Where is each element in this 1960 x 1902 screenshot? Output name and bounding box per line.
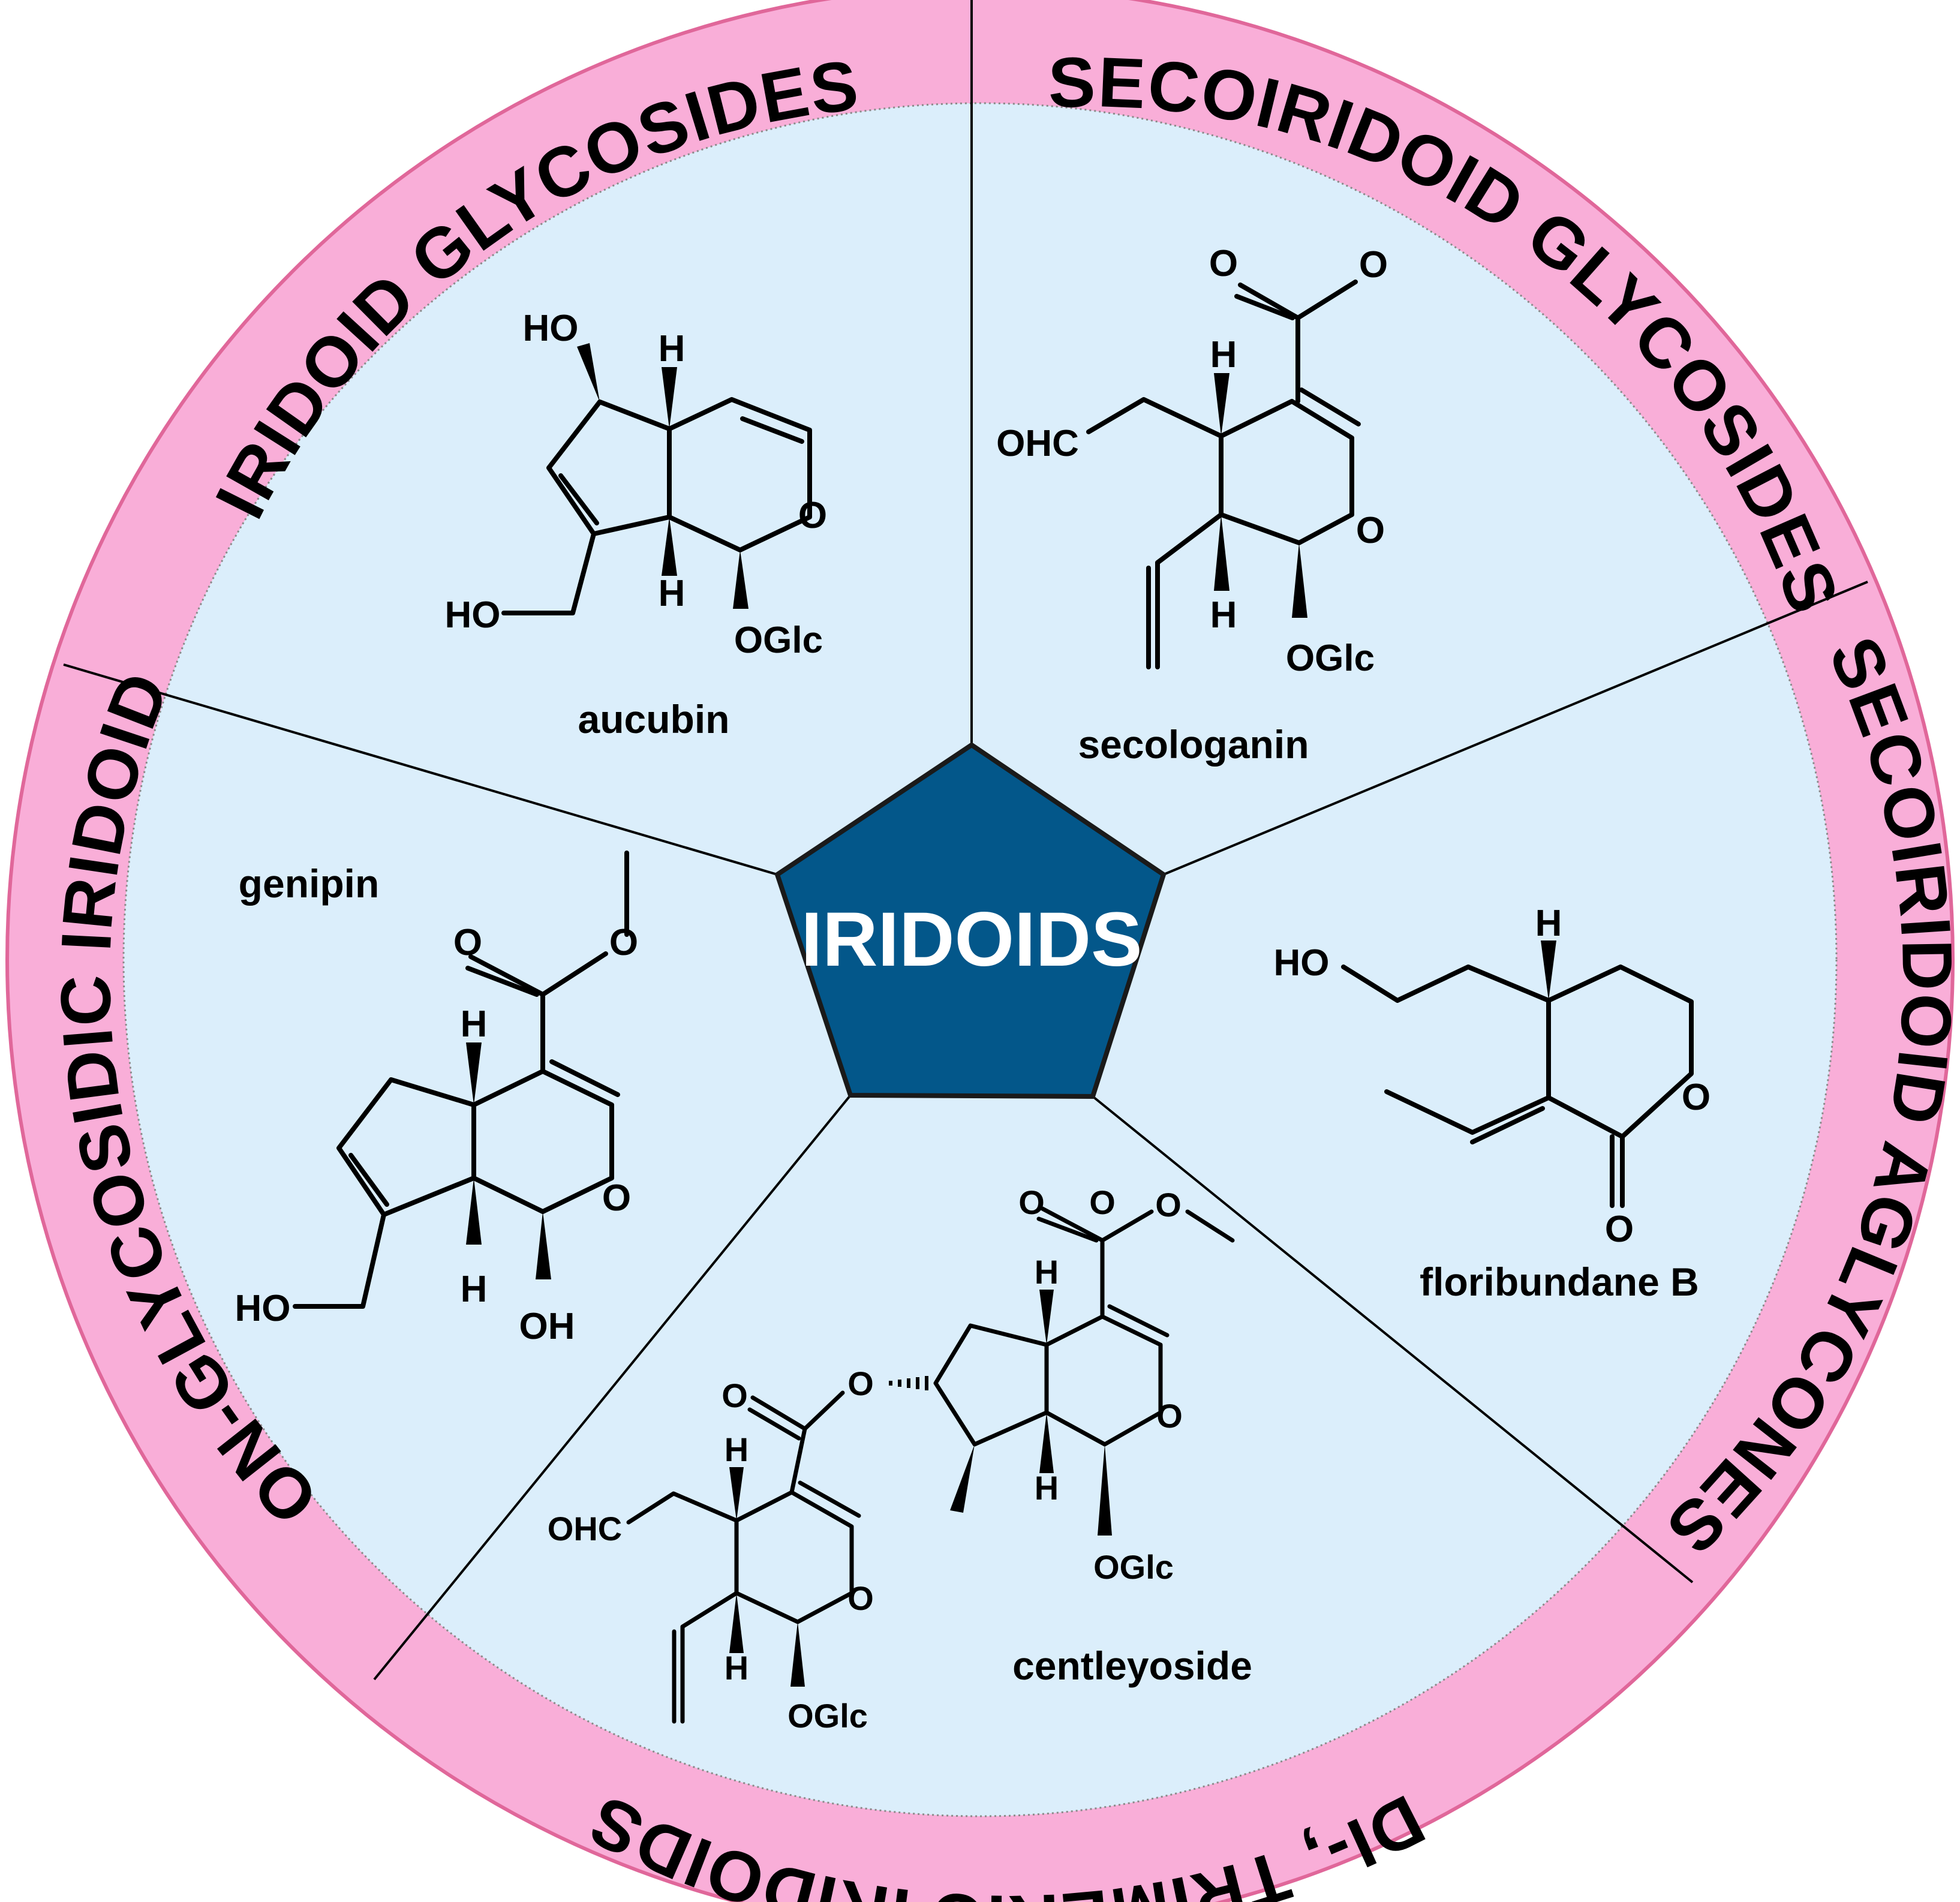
svg-text:HO: HO [235, 1288, 291, 1329]
svg-text:H: H [659, 573, 686, 614]
svg-text:O: O [602, 1177, 631, 1219]
svg-text:OH: OH [519, 1306, 575, 1347]
svg-text:H: H [1535, 903, 1562, 944]
svg-text:O: O [1359, 244, 1388, 286]
svg-text:O: O [1156, 1397, 1183, 1435]
svg-text:O: O [1209, 243, 1238, 284]
svg-text:H: H [725, 1649, 748, 1687]
svg-text:O: O [847, 1365, 874, 1402]
svg-text:O: O [1682, 1077, 1711, 1118]
center-label: IRIDOIDS [801, 897, 1143, 982]
svg-text:O: O [798, 495, 827, 536]
compound-name-centleyoside: centleyoside [1012, 1643, 1252, 1688]
svg-text:H: H [461, 1003, 488, 1045]
svg-text:O: O [1356, 510, 1385, 551]
compound-name-floribundane-b: floribundane B [1420, 1260, 1699, 1304]
sector-dividers [63, 0, 1868, 1681]
compound-name-aucubin: aucubin [578, 697, 729, 741]
svg-text:O: O [847, 1579, 874, 1617]
svg-text:H: H [1210, 334, 1237, 375]
svg-text:OHC: OHC [548, 1510, 622, 1548]
structure-genipin: O O H O H HO OH [235, 851, 638, 1347]
svg-text:HO: HO [523, 308, 579, 349]
svg-text:O: O [1605, 1209, 1634, 1250]
svg-text:H: H [725, 1431, 748, 1468]
svg-text:OGlc: OGlc [1093, 1548, 1174, 1586]
svg-text:OGlc: OGlc [1286, 638, 1375, 679]
svg-text:OGlc: OGlc [787, 1697, 868, 1735]
svg-text:H: H [1035, 1253, 1059, 1291]
svg-text:O: O [453, 922, 482, 963]
svg-text:OHC: OHC [996, 423, 1079, 464]
svg-text:O: O [609, 922, 638, 963]
structure-aucubin: HO H H O HO OGlc [445, 308, 828, 661]
structure-centleyoside: O O O H O H OGlc O O H OHC O H OGlc [548, 1183, 1235, 1735]
hashed-bond [889, 1376, 928, 1390]
svg-text:O: O [1089, 1183, 1116, 1221]
svg-text:O: O [722, 1377, 748, 1414]
svg-text:HO: HO [1274, 942, 1330, 984]
svg-text:H: H [1035, 1469, 1059, 1507]
structure-floribundane-b: H HO O O [1274, 903, 1711, 1250]
svg-text:HO: HO [445, 594, 501, 636]
structure-secologanin: O O H OHC O H OGlc [996, 243, 1388, 679]
svg-text:O: O [1018, 1183, 1045, 1221]
svg-text:O: O [1155, 1186, 1182, 1224]
svg-text:OGlc: OGlc [734, 620, 823, 661]
svg-text:H: H [1210, 594, 1237, 636]
svg-text:H: H [659, 328, 686, 369]
compound-name-secologanin: secologanin [1078, 722, 1309, 767]
svg-text:H: H [461, 1269, 488, 1310]
center-pentagon [774, 742, 1167, 1099]
compound-name-genipin: genipin [239, 861, 380, 906]
